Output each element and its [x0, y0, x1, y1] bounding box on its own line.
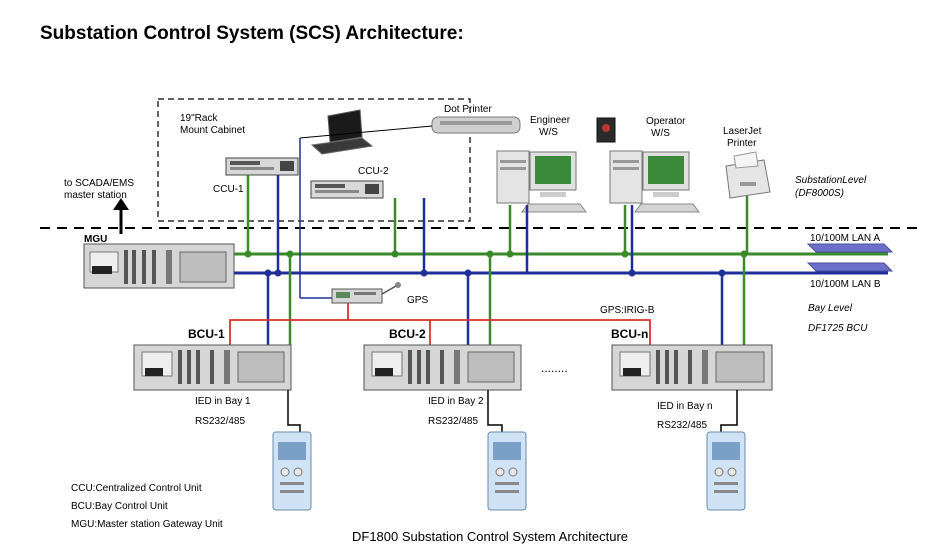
ied-bay1-port: RS232/485	[195, 416, 245, 427]
bcun-label: BCU-n	[611, 327, 648, 341]
engineer-workstation-icon	[496, 150, 587, 213]
bay-level-label-line1: Bay Level	[808, 303, 853, 314]
laserjet-label-line2: Printer	[727, 138, 757, 149]
rack-monitor-icon	[310, 109, 374, 155]
gps-label: GPS	[407, 295, 428, 306]
ied-bay1-icon	[272, 431, 312, 511]
lan-b-switch-icon	[806, 262, 894, 272]
lan-a-drops	[246, 175, 749, 345]
legend-ccu: CCU:Centralized Control Unit	[71, 483, 202, 494]
ied-bay2-icon	[487, 431, 527, 511]
ied-bay2-label: IED in Bay 2	[428, 396, 484, 407]
legend-mgu: MGU:Master station Gateway Unit	[71, 519, 223, 530]
operator-workstation-icon	[609, 150, 700, 213]
engineer-ws-label-line2: W/S	[539, 127, 558, 138]
ccu1-server-icon	[225, 157, 299, 176]
printer-cable	[299, 125, 433, 139]
substation-level-label-line1: SubstationLevel	[795, 175, 867, 186]
rack-label-line2: Mount Cabinet	[180, 125, 245, 136]
legend-bcu: BCU:Bay Control Unit	[71, 501, 168, 512]
bay-level-label-line2: DF1725 BCU	[808, 323, 868, 334]
lan-a-label: 10/100M LAN A	[810, 233, 880, 244]
figure-caption: DF1800 Substation Control System Archite…	[352, 529, 628, 544]
ied-bay1-label: IED in Bay 1	[195, 396, 251, 407]
bcu1-label: BCU-1	[188, 327, 225, 341]
ccu2-server-icon	[310, 180, 384, 199]
ied-bayn-icon	[706, 431, 746, 511]
rack-label-line1: 19"Rack	[180, 113, 218, 124]
laserjet-printer-icon	[725, 151, 771, 199]
bcu2-label: BCU-2	[389, 327, 426, 341]
scada-label-line2: master station	[64, 190, 127, 201]
mgu-device-icon	[83, 243, 235, 289]
lan-b-drops	[266, 175, 724, 345]
scada-arrow-head	[113, 198, 129, 210]
ccu2-label: CCU-2	[358, 166, 389, 177]
mgu-label: MGU	[84, 234, 107, 245]
bcun-device-icon	[611, 344, 773, 391]
substation-level-label-line2: (DF8000S)	[795, 188, 844, 199]
laserjet-label-line1: LaserJet	[723, 126, 762, 137]
lan-b-label: 10/100M LAN B	[810, 279, 881, 290]
scada-label-line1: to SCADA/EMS	[64, 178, 134, 189]
ied-bayn-label: IED in Bay n	[657, 401, 713, 412]
operator-ws-label-line1: Operator	[646, 116, 686, 127]
page-title: Substation Control System (SCS) Architec…	[40, 23, 464, 44]
bcu2-device-icon	[363, 344, 522, 391]
lan-a-switch-icon	[806, 243, 894, 253]
bus-junctions	[244, 250, 748, 277]
ccu1-label: CCU-1	[213, 184, 244, 195]
operator-ws-label-line2: W/S	[651, 128, 670, 139]
bcu-ellipsis: ........	[541, 361, 568, 375]
irig-b-bus	[229, 303, 651, 345]
ied-links	[287, 390, 738, 432]
gps-device-icon	[331, 282, 401, 304]
dot-printer-label: Dot Printer	[444, 104, 492, 115]
bcu1-device-icon	[133, 344, 292, 391]
gps-irig-label: GPS:IRIG-B	[600, 305, 655, 316]
operator-speaker-icon	[596, 117, 616, 143]
ied-bayn-port: RS232/485	[657, 420, 707, 431]
rack-cabinet-boundary	[157, 98, 471, 222]
dot-printer-icon	[431, 116, 521, 134]
engineer-ws-label-line1: Engineer	[530, 115, 571, 126]
ied-bay2-port: RS232/485	[428, 416, 478, 427]
